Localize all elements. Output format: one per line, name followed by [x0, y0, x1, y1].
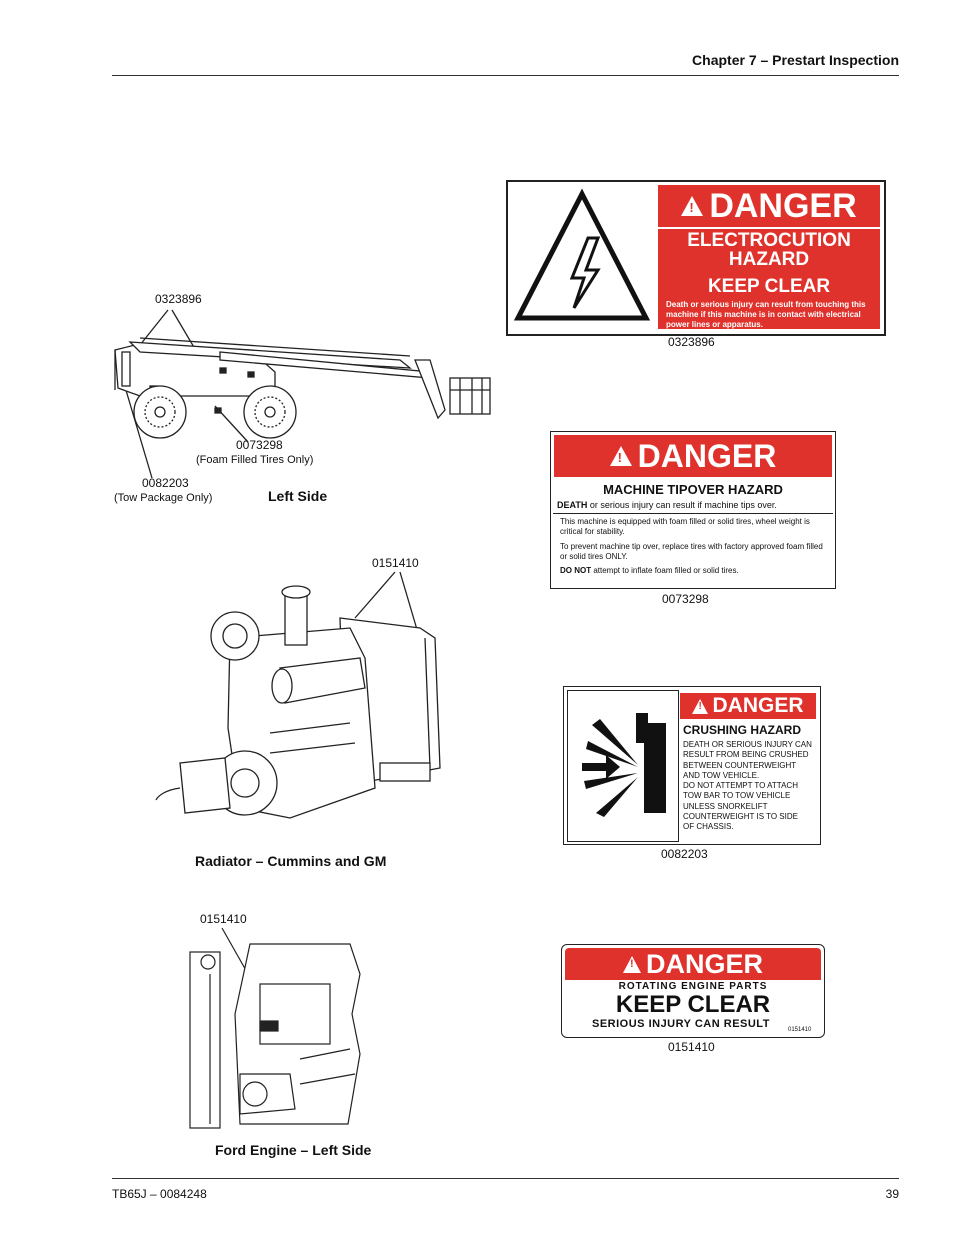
crushing-line: OF CHASSIS.: [683, 822, 734, 832]
sign-line-1: ELECTROCUTION: [687, 230, 851, 251]
danger-banner-label: DANGER: [637, 437, 777, 474]
tipover-para-2: To prevent machine tip over, replace tir…: [560, 542, 823, 561]
crushing-line: BETWEEN COUNTERWEIGHT: [683, 760, 797, 770]
crushing-line: COUNTERWEIGHT IS TO SIDE: [683, 812, 798, 822]
rotating-line-3: SERIOUS INJURY CAN RESULT: [592, 1018, 770, 1030]
tipover-do-not: DO NOT: [560, 566, 592, 575]
machine-left-side-illustration: [114, 309, 491, 479]
page-number: 39: [885, 1187, 899, 1201]
sign-electrocution-hazard: ! DANGER ELECTROCUTION HAZARD KEEP CLEAR…: [506, 180, 886, 336]
crushing-line: DO NOT ATTEMPT TO ATTACH: [683, 781, 798, 791]
warning-icon: !: [622, 955, 641, 973]
callout-0323896: 0323896: [155, 292, 202, 306]
crushing-hand-icon: [582, 713, 666, 817]
callout-0073298: 0073298: [236, 438, 283, 452]
sign-line-2: HAZARD: [728, 249, 810, 270]
crushing-pictogram-panel: [567, 690, 679, 842]
crushing-text: DEATH OR SERIOUS INJURY CAN RESULT FROM …: [683, 740, 812, 833]
danger-banner: ! DANGER: [565, 948, 821, 980]
tipover-death-rest: or serious injury can result if machine …: [587, 500, 777, 510]
footer-rule: [112, 1178, 899, 1179]
tipover-heading: MACHINE TIPOVER HAZARD: [603, 482, 783, 497]
sign-tipover-hazard: ! DANGER MACHINE TIPOVER HAZARD DEATH or…: [550, 431, 836, 589]
doc-number: TB65J – 0084248: [112, 1187, 207, 1201]
tipover-death-line: DEATH or serious injury can result if ma…: [557, 500, 833, 510]
sign-divider: [553, 513, 833, 514]
rotating-code: 0151410: [788, 1027, 812, 1033]
radiator-engine-illustration: [155, 571, 441, 819]
ford-engine-illustration: [189, 927, 361, 1129]
left-side-caption: Left Side: [268, 488, 328, 504]
part-number-0323896: 0323896: [668, 335, 715, 349]
callout-0151410-radiator: 0151410: [372, 556, 419, 570]
danger-banner: ! DANGER: [680, 693, 816, 719]
sign-crushing-hazard: ! DANGER CRUSHING HAZARD DEATH OR SERIOU…: [563, 686, 821, 845]
warning-icon: !: [681, 196, 704, 216]
header-rule: [112, 75, 899, 76]
sign-body: ELECTROCUTION HAZARD KEEP CLEAR Death or…: [658, 229, 880, 329]
tipover-para-3-rest: attempt to inflate foam filled or solid …: [591, 566, 739, 575]
callout-0082203: 0082203: [142, 476, 189, 490]
crushing-line: UNLESS SNORKELIFT: [683, 801, 768, 811]
crushing-line: TOW BAR TO TOW VEHICLE: [683, 791, 791, 801]
rotating-line-1: ROTATING ENGINE PARTS: [618, 981, 768, 992]
tipover-para-1: This machine is equipped with foam fille…: [560, 517, 810, 536]
crushing-heading: CRUSHING HAZARD: [683, 723, 801, 737]
danger-banner: ! DANGER: [554, 435, 832, 477]
danger-banner: ! DANGER: [658, 185, 880, 227]
tipover-death-bold: DEATH: [557, 500, 588, 510]
danger-banner-label: DANGER: [712, 694, 804, 717]
danger-banner-label: DANGER: [645, 948, 763, 979]
chapter-header: Chapter 7 – Prestart Inspection: [692, 52, 899, 68]
warning-icon: !: [609, 446, 632, 466]
sign-rotating-parts: ! DANGER ROTATING ENGINE PARTS KEEP CLEA…: [561, 944, 825, 1038]
callout-0073298-note: (Foam Filled Tires Only): [196, 454, 314, 466]
crushing-line: DEATH OR SERIOUS INJURY CAN: [683, 740, 812, 749]
part-number-0082203: 0082203: [661, 847, 708, 861]
part-number-0073298: 0073298: [662, 592, 709, 606]
danger-banner-label: DANGER: [709, 186, 857, 225]
callout-0151410-ford: 0151410: [200, 912, 247, 926]
callout-0082203-note: (Tow Package Only): [114, 492, 213, 504]
crushing-line: RESULT FROM BEING CRUSHED: [683, 750, 809, 760]
electrocution-triangle-icon: [514, 188, 651, 321]
tipover-para-3: DO NOT attempt to inflate foam filled or…: [560, 566, 826, 575]
ford-caption: Ford Engine – Left Side: [215, 1142, 372, 1158]
rotating-keep-clear: KEEP CLEAR: [615, 991, 771, 1018]
radiator-caption: Radiator – Cummins and GM: [195, 853, 387, 869]
sign-warning-text: Death or serious injury can result from …: [666, 300, 866, 329]
warning-icon: !: [692, 698, 709, 714]
sign-line-3: KEEP CLEAR: [707, 276, 831, 297]
part-number-0151410: 0151410: [668, 1040, 715, 1054]
crushing-line: AND TOW VEHICLE.: [683, 770, 760, 780]
